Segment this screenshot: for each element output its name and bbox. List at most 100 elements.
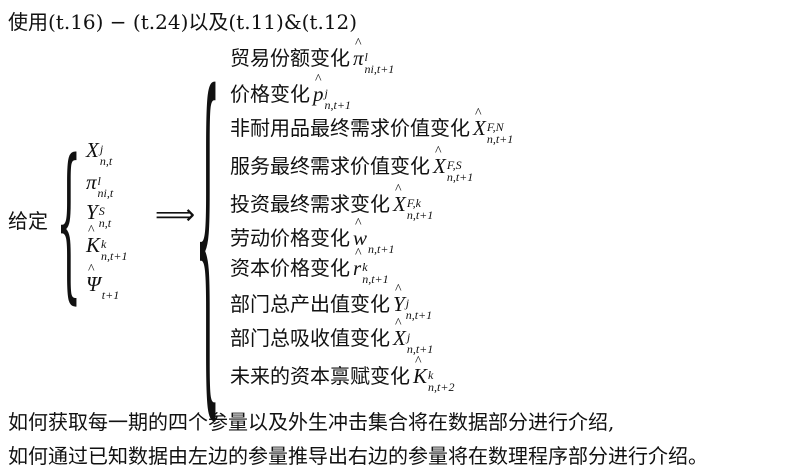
outputs-1-symbol: pjn,t+1: [313, 72, 351, 111]
output-item: 资本价格变化rkn,t+1: [230, 246, 389, 285]
footer-line-1-text: 如何获取每一期的四个参量以及外生冲击集合将在数据部分进行介绍,: [8, 410, 615, 434]
output-label: 部门总产出值变化: [230, 292, 390, 316]
output-label: 部门总吸收值变化: [230, 326, 390, 350]
output-item: 劳动价格变化wn,t+1: [230, 216, 394, 255]
outputs-1-sub: n,t+1: [324, 98, 351, 112]
outputs-2-sub: n,t+1: [486, 132, 514, 146]
inputs-2-sup: S: [98, 204, 105, 218]
output-label: 未来的资本禀赋变化: [230, 364, 410, 388]
outputs-9-base: K: [413, 354, 427, 389]
outputs-3-symbol: XF,Sn,t+1: [433, 144, 473, 183]
inputs-3-symbol: Kkn,t+1: [86, 223, 127, 262]
outputs-5-base: w: [353, 216, 367, 251]
inputs-1-sub: ni,t: [97, 186, 114, 200]
outputs-4-sub: n,t+1: [406, 208, 434, 222]
given-label: 给定: [8, 205, 48, 234]
left-brace: {: [56, 128, 82, 322]
output-item: 非耐用品最终需求价值变化XF,Nn,t+1: [230, 106, 513, 145]
footer-line-2-text: 如何通过已知数据由左边的参量推导出右边的参量将在数理程序部分进行介绍。: [8, 444, 708, 468]
given-label-text: 给定: [8, 209, 48, 233]
inputs-2-base: Y: [86, 200, 98, 224]
outputs-8-sub: n,t+1: [406, 342, 434, 356]
outputs-2-sup: F,N: [486, 120, 504, 134]
output-label: 投资最终需求变化: [230, 192, 390, 216]
outputs-1-sup: j: [324, 86, 328, 100]
outputs-3-sup: F,S: [446, 158, 462, 172]
inputs-1-base: π: [86, 170, 97, 194]
input-item: Ψt+1: [86, 262, 119, 301]
outputs-7-sup: j: [405, 296, 410, 310]
outputs-6-sup: k: [362, 260, 368, 274]
output-label: 价格变化: [230, 82, 310, 106]
top-line: 使用(t.16) − (t.24)以及(t.11)&(t.12): [8, 6, 357, 35]
output-item: 服务最终需求价值变化XF,Sn,t+1: [230, 144, 473, 183]
outputs-1-base: p: [313, 72, 324, 107]
inputs-4-sub: t+1: [101, 288, 120, 302]
outputs-5-indices: n,t+1: [368, 243, 394, 255]
inputs-4-base: Ψ: [86, 262, 101, 297]
outputs-2-base: X: [473, 106, 486, 141]
outputs-5-sub: n,t+1: [368, 242, 395, 256]
inputs-1-sup: l: [97, 174, 101, 188]
outputs-7-sub: n,t+1: [405, 308, 433, 322]
outputs-0-sup: l: [364, 50, 368, 64]
implies-arrow: ⟹: [155, 198, 195, 231]
outputs-4-symbol: XF,kn,t+1: [393, 182, 433, 221]
inputs-2-sub: n,t: [98, 216, 112, 230]
outputs-4-base: X: [393, 182, 406, 217]
inputs-3-base: K: [86, 223, 100, 258]
outputs-9-sub: n,t+2: [428, 380, 455, 394]
output-label: 贸易份额变化: [230, 46, 350, 70]
outputs-4-sup: F,k: [406, 196, 421, 210]
outputs-0-sub: ni,t+1: [364, 62, 395, 76]
output-item: 投资最终需求变化XF,kn,t+1: [230, 182, 433, 221]
footer-line-1: 如何获取每一期的四个参量以及外生冲击集合将在数据部分进行介绍,: [8, 406, 614, 435]
outputs-8-sup: j: [406, 330, 411, 344]
output-label: 服务最终需求价值变化: [230, 154, 430, 178]
outputs-6-base: r: [353, 246, 362, 281]
output-label: 非耐用品最终需求价值变化: [230, 116, 470, 140]
output-item: 未来的资本禀赋变化Kkn,t+2: [230, 354, 454, 393]
outputs-6-symbol: rkn,t+1: [353, 246, 389, 285]
output-item: 贸易份额变化πlni,t+1: [230, 36, 394, 75]
output-item: 部门总吸收值变化Xjn,t+1: [230, 316, 433, 355]
inputs-4-symbol: Ψt+1: [86, 262, 119, 301]
inputs-0-base: X: [86, 138, 99, 162]
outputs-3-base: X: [433, 144, 446, 179]
outputs-0-base: π: [353, 36, 364, 71]
output-item: 价格变化pjn,t+1: [230, 72, 351, 111]
outputs-8-base: X: [393, 316, 406, 351]
footer-line-2: 如何通过已知数据由左边的参量推导出右边的参量将在数理程序部分进行介绍。: [8, 440, 708, 469]
inputs-0-sub: n,t: [99, 154, 113, 168]
outputs-7-base: Y: [393, 282, 405, 317]
inputs-3-sub: n,t+1: [101, 249, 128, 263]
inputs-4-indices: t+1: [102, 289, 119, 301]
outputs-6-sub: n,t+1: [362, 272, 389, 286]
implies-arrow-glyph: ⟹: [155, 198, 196, 231]
input-item: Kkn,t+1: [86, 223, 127, 262]
top-line-text: 使用(t.16) − (t.24)以及(t.11)&(t.12): [8, 10, 358, 34]
output-label: 资本价格变化: [230, 256, 350, 280]
inputs-3-sup: k: [101, 237, 107, 251]
outputs-9-symbol: Kkn,t+2: [413, 354, 454, 393]
inputs-0-sup: j: [99, 142, 104, 156]
